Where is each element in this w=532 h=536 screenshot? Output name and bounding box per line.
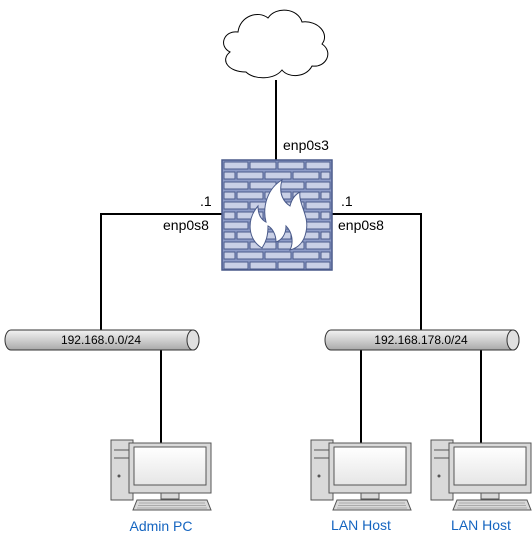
firewall-brick — [305, 181, 331, 190]
firewall-brick — [249, 261, 277, 270]
pc-keyboard — [332, 499, 412, 511]
connection-lines — [100, 80, 482, 444]
firewall-icon — [221, 159, 333, 271]
firewall-brick — [223, 231, 236, 240]
firewall-brick — [277, 261, 305, 270]
right-link — [332, 213, 422, 330]
firewall-brick — [292, 171, 320, 180]
pc-keyboard — [132, 499, 212, 511]
firewall-brick — [320, 211, 331, 220]
pc-screen — [453, 446, 527, 486]
wan-interface-label: enp0s3 — [283, 137, 329, 153]
firewall-brick — [264, 251, 292, 260]
left-interface-label: enp0s8 — [163, 217, 209, 233]
firewall-brick — [320, 171, 331, 180]
firewall-brick — [223, 251, 236, 260]
firewall-brick — [236, 191, 264, 200]
firewall-brick — [223, 171, 236, 180]
firewall-brick — [305, 261, 331, 270]
firewall-brick — [277, 181, 305, 190]
firewall-brick — [223, 221, 249, 230]
firewall-brick — [320, 231, 331, 240]
firewall-brick — [223, 181, 249, 190]
firewall-brick — [236, 211, 264, 220]
firewall-brick — [223, 211, 236, 220]
firewall-brick — [305, 161, 331, 170]
lan-host-2-icon — [430, 439, 532, 511]
firewall-brick — [264, 171, 292, 180]
lan-host-1-icon — [310, 439, 412, 511]
firewall-brick — [320, 251, 331, 260]
network-segment-right: 192.168.178.0/24 — [324, 329, 520, 351]
lan-host-2-label: LAN Host — [451, 517, 511, 533]
firewall-brick — [292, 191, 320, 200]
firewall-brick — [305, 201, 331, 210]
lan-host-1-label: LAN Host — [331, 517, 391, 533]
pc-screen — [333, 446, 407, 486]
firewall-brick — [236, 251, 264, 260]
firewall-brick — [277, 161, 305, 170]
firewall-brick — [249, 161, 277, 170]
flame-icon — [249, 178, 308, 251]
right-address-label: .1 — [341, 193, 353, 209]
firewall-brick — [223, 201, 249, 210]
firewall-brick — [320, 191, 331, 200]
firewall-brick — [305, 221, 331, 230]
pc-keyboard — [452, 499, 532, 511]
left-link — [100, 213, 222, 330]
network-segment-right-label: 192.168.178.0/24 — [374, 333, 468, 347]
admin-pc-icon — [110, 439, 212, 511]
firewall-brick — [223, 241, 249, 250]
internet-cloud-icon — [223, 9, 329, 79]
firewall-brick — [249, 181, 277, 190]
firewall-brick — [305, 241, 331, 250]
network-segment-left-label: 192.168.0.0/24 — [61, 333, 141, 347]
firewall-brick — [223, 261, 249, 270]
network-segment-left: 192.168.0.0/24 — [4, 329, 200, 351]
firewall-brick — [236, 171, 264, 180]
firewall-brick — [292, 251, 320, 260]
pc-screen — [133, 446, 207, 486]
admin-pc-label: Admin PC — [129, 518, 192, 534]
left-address-label: .1 — [200, 193, 212, 209]
right-interface-label: enp0s8 — [338, 217, 384, 233]
firewall-brick — [223, 161, 249, 170]
firewall-brick — [223, 191, 236, 200]
